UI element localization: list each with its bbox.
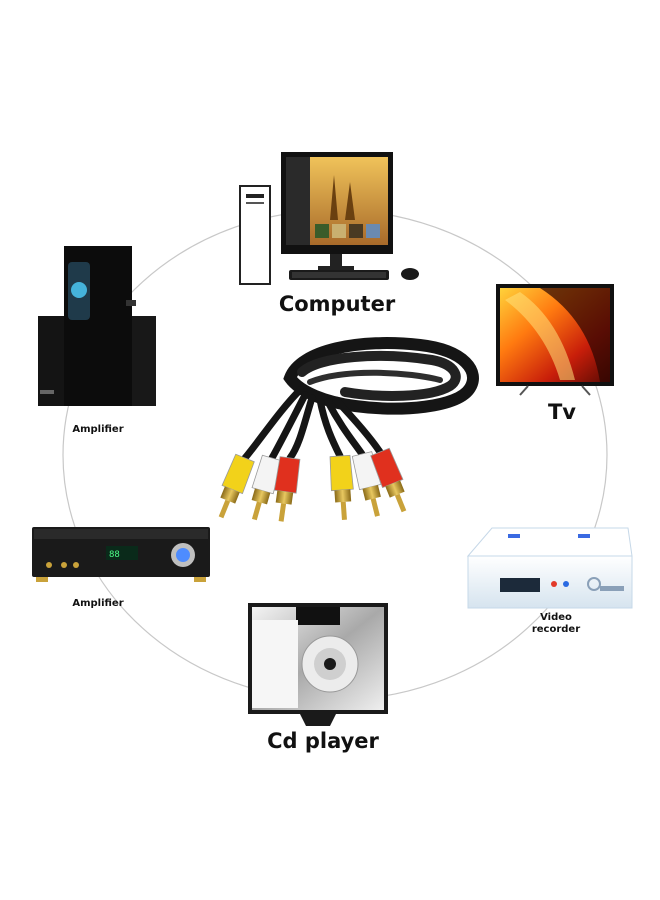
av-receiver-icon: 88 <box>32 527 210 582</box>
rca-cable-icon <box>241 337 479 462</box>
rca-plug <box>370 447 407 513</box>
set-top-box-icon <box>466 527 633 609</box>
rca-plug <box>218 453 255 519</box>
rca-plug <box>273 456 301 522</box>
rca-plug <box>251 454 283 521</box>
speaker-system-icon <box>38 246 156 406</box>
cd-player-icon <box>248 603 388 726</box>
tv-label: Tv <box>548 400 576 424</box>
amplifier-receiver-label: Amplifier <box>72 598 123 609</box>
rca-plugs <box>218 447 407 522</box>
svg-text:88: 88 <box>109 550 120 560</box>
computer-icon <box>239 152 419 285</box>
video-recorder-label-line1: Video <box>540 612 572 623</box>
video-recorder-label-line2: recorder <box>532 624 580 635</box>
amplifier-speakers-label: Amplifier <box>72 424 123 435</box>
tv-icon <box>496 284 614 396</box>
cd-player-label: Cd player <box>267 729 379 753</box>
computer-label: Computer <box>279 292 396 316</box>
rca-plug <box>329 454 354 521</box>
